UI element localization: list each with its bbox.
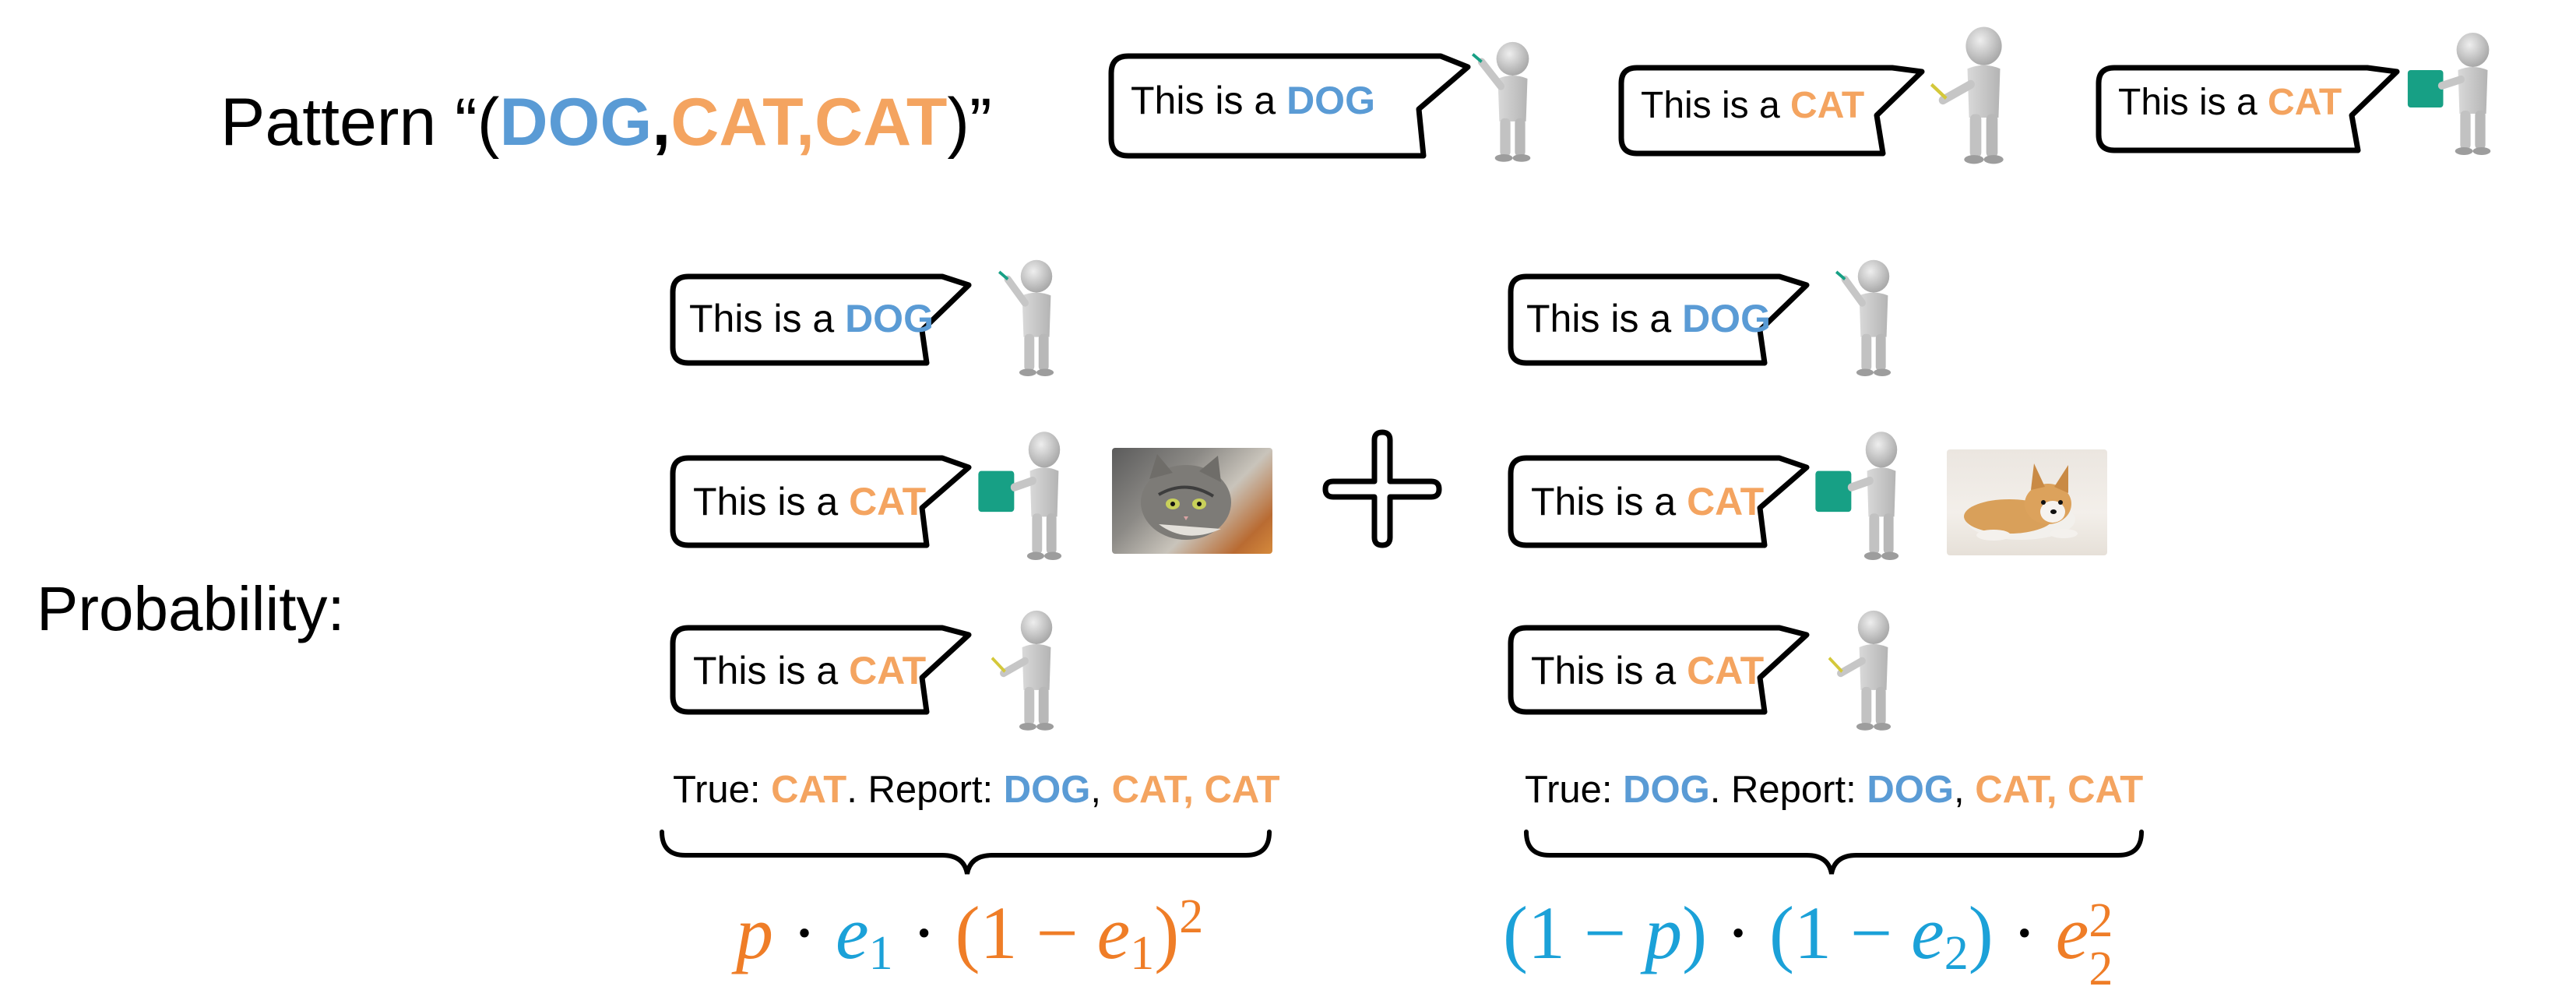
person-pointing-icon bbox=[1930, 26, 2004, 164]
speech-bubble-icon bbox=[670, 273, 972, 366]
bubble-text: This is a CAT bbox=[1531, 649, 1765, 692]
speech-bubble-icon bbox=[1508, 455, 1810, 548]
bubble-text: This is a DOG bbox=[1131, 79, 1375, 122]
bubble-text: This is a CAT bbox=[1641, 85, 1865, 126]
diagram-shapes bbox=[660, 26, 2491, 875]
right-report-line: True: DOG. Report: DOG, CAT, CAT bbox=[1525, 769, 2144, 811]
cat-photo bbox=[1112, 448, 1272, 554]
pattern-comma-2: , bbox=[796, 85, 815, 160]
pattern-word-3: CAT bbox=[815, 85, 948, 160]
person-pointing-icon bbox=[978, 432, 1062, 561]
person-pointing-icon bbox=[1835, 259, 1892, 376]
probability-label: Probability: bbox=[37, 574, 345, 643]
bubble-text: This is a CAT bbox=[693, 480, 927, 523]
curly-brace-icon bbox=[1524, 830, 2144, 875]
person-pointing-icon bbox=[1815, 432, 1899, 561]
speech-bubble-icon bbox=[670, 625, 972, 715]
curly-brace-icon bbox=[660, 830, 1272, 875]
pattern-prefix: Pattern “( bbox=[220, 85, 500, 160]
speech-bubble-icon bbox=[1108, 53, 1471, 159]
pattern-word-2: CAT bbox=[670, 85, 797, 160]
speech-bubble-icon bbox=[670, 455, 972, 548]
person-pointing-icon bbox=[2407, 33, 2491, 155]
bubble-text: This is a CAT bbox=[2118, 82, 2342, 123]
person-pointing-icon bbox=[998, 259, 1054, 376]
plus-icon bbox=[1322, 429, 1442, 548]
speech-bubble-icon bbox=[1508, 273, 1810, 366]
bubble-text: This is a CAT bbox=[1531, 480, 1765, 523]
bubble-text: This is a DOG bbox=[689, 297, 934, 340]
person-pointing-icon bbox=[1828, 610, 1892, 731]
pattern-suffix: )” bbox=[947, 85, 992, 160]
speech-bubble-icon bbox=[2096, 65, 2400, 153]
pattern-title: Pattern “(DOG,CAT,CAT)” bbox=[220, 84, 992, 161]
dog-photo bbox=[1947, 449, 2107, 555]
pattern-comma-1: , bbox=[652, 85, 671, 160]
speech-bubble-icon bbox=[1508, 625, 1810, 715]
bubble-text: This is a CAT bbox=[693, 649, 927, 692]
left-probability-formula: p · e1 · (1 − e1)2 bbox=[736, 890, 1204, 980]
speech-bubble-icon bbox=[1618, 65, 1925, 157]
left-report-line: True: CAT. Report: DOG, CAT, CAT bbox=[673, 769, 1280, 811]
person-pointing-icon bbox=[991, 610, 1054, 731]
pattern-word-1: DOG bbox=[499, 85, 653, 160]
bubble-text: This is a DOG bbox=[1526, 297, 1771, 340]
person-pointing-icon bbox=[1471, 41, 1531, 162]
